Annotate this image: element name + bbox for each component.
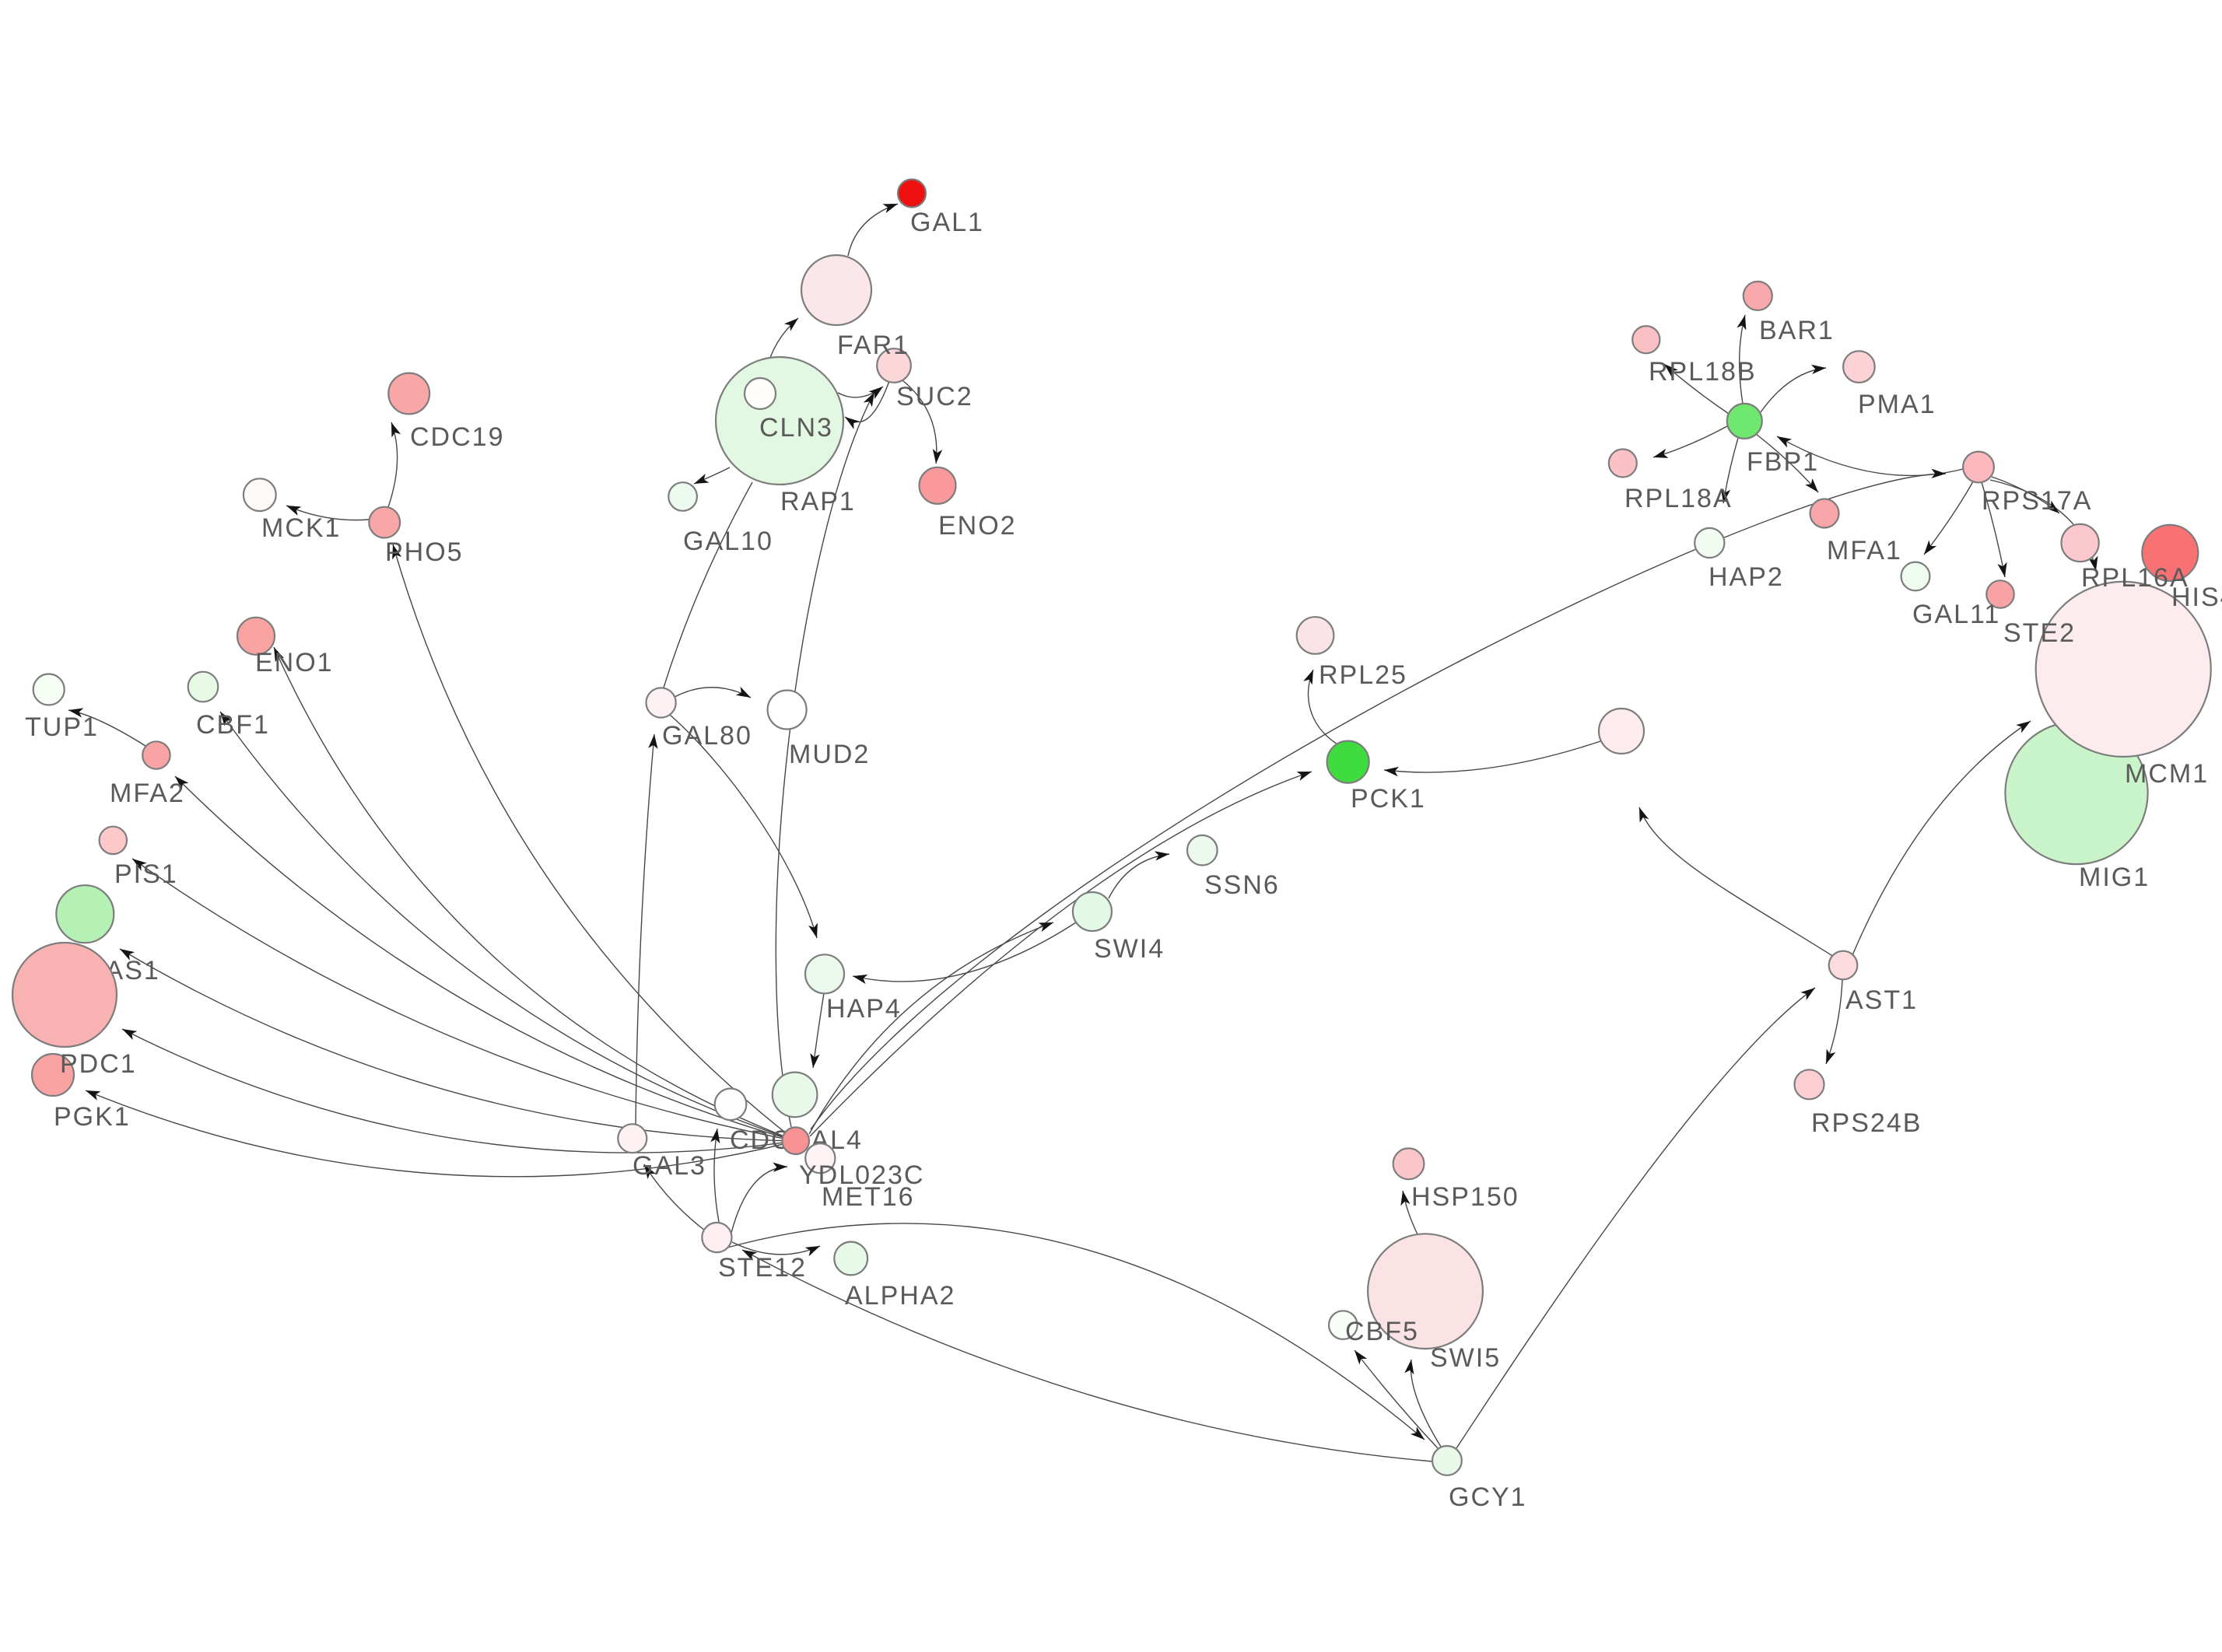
- svg-text:RAP1: RAP1: [780, 487, 856, 516]
- svg-text:MFA1: MFA1: [1827, 536, 1902, 565]
- svg-text:SSN6: SSN6: [1204, 870, 1280, 900]
- svg-text:RPL25: RPL25: [1319, 660, 1407, 690]
- svg-text:FBP1: FBP1: [1747, 447, 1819, 477]
- svg-text:RPS24B: RPS24B: [1811, 1108, 1922, 1138]
- svg-text:HIS4: HIS4: [2171, 583, 2222, 612]
- svg-text:MCK1: MCK1: [261, 513, 341, 543]
- svg-text:MCM1: MCM1: [2125, 759, 2209, 789]
- svg-text:BAR1: BAR1: [1759, 316, 1835, 345]
- svg-text:AST1: AST1: [1845, 985, 1918, 1015]
- svg-text:CLN3: CLN3: [759, 413, 833, 443]
- svg-text:MET16: MET16: [822, 1182, 915, 1212]
- svg-text:ENO2: ENO2: [938, 511, 1017, 541]
- svg-text:PGK1: PGK1: [54, 1102, 131, 1132]
- svg-text:RPS17A: RPS17A: [1982, 486, 2092, 516]
- svg-text:STE12: STE12: [718, 1253, 807, 1283]
- svg-text:ENO1: ENO1: [255, 648, 334, 677]
- svg-text:PDC1: PDC1: [60, 1049, 137, 1079]
- svg-text:MUD2: MUD2: [789, 740, 870, 769]
- svg-text:SWI4: SWI4: [1094, 934, 1165, 964]
- svg-text:GAL80: GAL80: [662, 721, 752, 751]
- svg-text:MFA2: MFA2: [110, 779, 185, 808]
- svg-text:GAL10: GAL10: [683, 527, 773, 556]
- svg-text:PCK1: PCK1: [1351, 784, 1426, 814]
- svg-text:RPL18B: RPL18B: [1649, 357, 1757, 387]
- svg-text:GAL3: GAL3: [633, 1151, 706, 1181]
- svg-text:CDC19: CDC19: [410, 422, 504, 452]
- svg-text:HAP2: HAP2: [1709, 562, 1784, 592]
- svg-text:GAL1: GAL1: [910, 208, 984, 237]
- svg-text:PMA1: PMA1: [1858, 390, 1936, 419]
- svg-text:RPL18A: RPL18A: [1624, 484, 1733, 513]
- svg-text:HAP4: HAP4: [826, 994, 902, 1024]
- svg-text:SWI5: SWI5: [1430, 1343, 1501, 1373]
- svg-text:HSP150: HSP150: [1411, 1182, 1519, 1212]
- svg-text:FAR1: FAR1: [837, 331, 909, 360]
- svg-text:ALPHA2: ALPHA2: [845, 1281, 955, 1311]
- svg-text:CBF1: CBF1: [196, 710, 270, 740]
- svg-text:TUP1: TUP1: [25, 712, 99, 742]
- svg-text:GCY1: GCY1: [1449, 1482, 1527, 1512]
- svg-text:YDL023C: YDL023C: [799, 1160, 924, 1190]
- svg-text:RPL16A: RPL16A: [2081, 563, 2189, 593]
- svg-text:MIG1: MIG1: [2079, 863, 2150, 892]
- svg-text:PHO5: PHO5: [385, 537, 464, 567]
- svg-text:PIS1: PIS1: [114, 859, 178, 889]
- svg-text:GAL11: GAL11: [1912, 600, 2000, 629]
- svg-text:STE2: STE2: [2003, 618, 2076, 648]
- svg-text:CBF5: CBF5: [1345, 1317, 1419, 1346]
- svg-text:SUC2: SUC2: [896, 382, 973, 411]
